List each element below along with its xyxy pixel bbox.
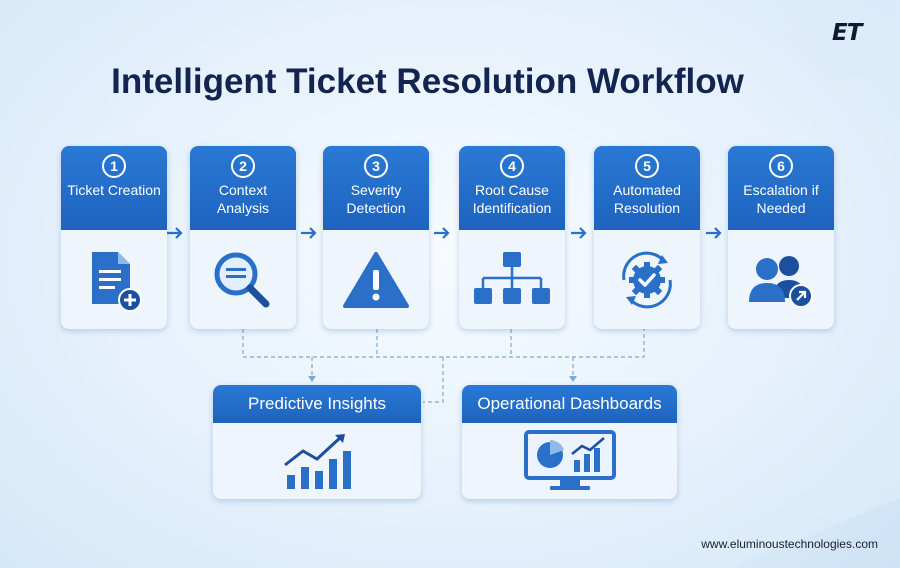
flow-arrow-icon <box>434 227 450 239</box>
step-number: 3 <box>364 154 388 178</box>
flow-arrow-icon <box>301 227 317 239</box>
growth-chart-icon <box>284 434 351 489</box>
brand-logo: ET <box>832 20 862 46</box>
users-escalate-icon <box>749 255 813 308</box>
step-header: 5 Automated Resolution <box>594 146 700 230</box>
step-header: 2 Context Analysis <box>190 146 296 230</box>
hierarchy-icon <box>474 251 550 304</box>
step-number: 1 <box>102 154 126 178</box>
step-number: 5 <box>635 154 659 178</box>
step-card-3: 3 Severity Detection <box>323 146 429 329</box>
step-label: Severity Detection <box>346 182 406 216</box>
step-card-5: 5 Automated Resolution <box>594 146 700 329</box>
page-title: Intelligent Ticket Resolution Workflow <box>111 62 744 101</box>
step-header: 6 Escalation if Needed <box>728 146 834 230</box>
step-card-6: 6 Escalation if Needed <box>728 146 834 329</box>
step-header: 1 Ticket Creation <box>61 146 167 230</box>
output-label: Operational Dashboards <box>462 385 677 423</box>
step-label: Context Analysis <box>216 182 270 216</box>
step-header: 3 Severity Detection <box>323 146 429 230</box>
step-label: Escalation if Needed <box>743 182 819 216</box>
step-label: Ticket Creation <box>67 182 161 198</box>
flow-arrow-icon <box>706 227 722 239</box>
magnifier-icon <box>214 252 270 307</box>
document-add-icon <box>92 251 142 312</box>
step-number: 6 <box>769 154 793 178</box>
flow-arrow-icon <box>167 227 183 239</box>
step-label: Automated Resolution <box>613 182 681 216</box>
step-label: Root Cause Identification <box>472 182 552 216</box>
warning-icon <box>343 251 409 308</box>
output-card-predictive-insights: Predictive Insights <box>213 385 421 499</box>
step-header: 4 Root Cause Identification <box>459 146 565 230</box>
step-number: 2 <box>231 154 255 178</box>
step-card-1: 1 Ticket Creation <box>61 146 167 329</box>
step-card-4: 4 Root Cause Identification <box>459 146 565 329</box>
output-label: Predictive Insights <box>213 385 421 423</box>
output-card-operational-dashboards: Operational Dashboards <box>462 385 677 499</box>
monitor-dashboard-icon <box>523 430 616 490</box>
footer-url: www.eluminoustechnologies.com <box>701 537 878 551</box>
step-card-2: 2 Context Analysis <box>190 146 296 329</box>
step-number: 4 <box>500 154 524 178</box>
gear-check-icon <box>622 251 672 308</box>
flow-arrow-icon <box>571 227 587 239</box>
